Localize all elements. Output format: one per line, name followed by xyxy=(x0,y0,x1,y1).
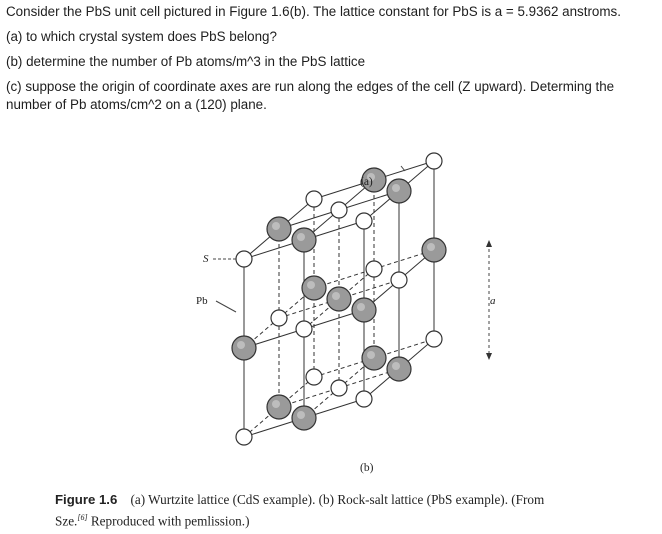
pb-atom xyxy=(361,345,387,371)
pb-atom-highlight xyxy=(272,222,280,230)
pb-atom-highlight xyxy=(392,184,400,192)
panel-a-label: (a) xyxy=(360,176,373,188)
figure-caption: Figure 1.6 (a) Wurtzite lattice (CdS exa… xyxy=(55,491,655,530)
pb-atom-highlight xyxy=(297,233,305,241)
s-atom xyxy=(270,309,288,327)
pb-atom xyxy=(301,275,327,301)
pb-atom-highlight xyxy=(307,281,315,289)
s-atom xyxy=(355,390,373,408)
question-part-a: (a) to which crystal system does PbS bel… xyxy=(6,29,277,44)
s-atom xyxy=(355,212,373,230)
s-atom xyxy=(330,379,348,397)
stray-mark xyxy=(400,165,406,172)
pb-atom xyxy=(386,356,412,382)
pb-atom xyxy=(266,394,292,420)
s-atom xyxy=(235,250,253,268)
s-atom xyxy=(390,271,408,289)
pb-atom-highlight xyxy=(237,341,245,349)
s-atom xyxy=(235,428,253,446)
pb-atom-highlight xyxy=(272,400,280,408)
pb-atom-highlight xyxy=(367,173,375,181)
pb-atom-highlight xyxy=(357,303,365,311)
caption-text-end: Reproduced with pemlission.) xyxy=(87,513,250,529)
pb-atom-highlight xyxy=(427,243,435,251)
lattice-constant-label: a xyxy=(490,295,496,307)
s-atom xyxy=(295,320,313,338)
pb-atom xyxy=(386,178,412,204)
pb-atom-highlight xyxy=(367,351,375,359)
question-part-c-line1: (c) suppose the origin of coordinate axe… xyxy=(6,79,615,94)
s-atom xyxy=(305,190,323,208)
caption-figure-number: Figure 1.6 xyxy=(55,492,118,507)
question-intro: Consider the PbS unit cell pictured in F… xyxy=(6,4,621,19)
s-atom-label: S xyxy=(203,253,209,265)
s-atom xyxy=(425,152,443,170)
pb-atom-highlight xyxy=(297,411,305,419)
caption-text-main: (a) Wurtzite lattice (CdS example). (b) … xyxy=(130,492,545,507)
pb-atom-label: Pb xyxy=(196,295,208,307)
question-part-b: (b) determine the number of Pb atoms/m^3… xyxy=(6,54,366,69)
pb-atom xyxy=(291,405,317,431)
s-atom xyxy=(305,368,323,386)
pb-atom xyxy=(231,335,257,361)
arrow-head-up xyxy=(486,240,492,247)
s-atom xyxy=(425,330,443,348)
pb-atom xyxy=(326,286,352,312)
caption-text-sze: Sze. xyxy=(55,513,78,529)
caption-reference: [6] xyxy=(77,513,88,522)
pb-atom xyxy=(291,227,317,253)
pb-atom xyxy=(351,297,377,323)
pb-label-pointer xyxy=(215,300,237,313)
pb-atom xyxy=(266,216,292,242)
pb-atom-highlight xyxy=(332,292,340,300)
s-atom xyxy=(330,201,348,219)
question-part-c-line2: number of Pb atoms/cm^2 on a (120) plane… xyxy=(6,97,267,112)
s-atom xyxy=(365,260,383,278)
pb-atom xyxy=(361,167,387,193)
pb-atom-highlight xyxy=(392,362,400,370)
panel-b-label: (b) xyxy=(360,462,374,474)
pb-atom xyxy=(421,237,447,263)
arrow-head-down xyxy=(486,353,492,360)
